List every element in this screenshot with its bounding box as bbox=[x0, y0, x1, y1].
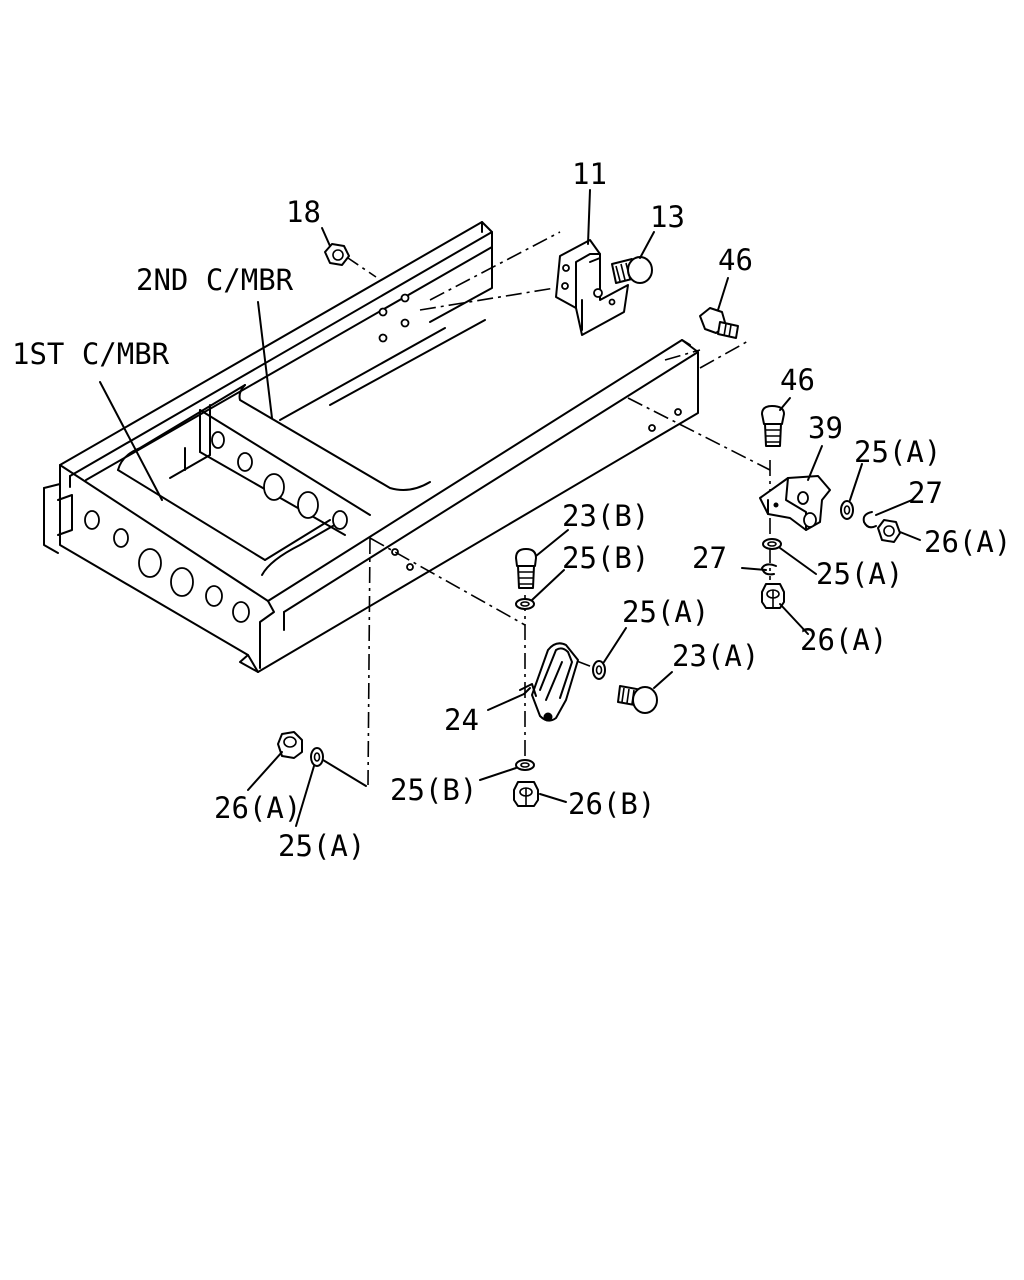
label-26a-lower-right: 26(A) bbox=[800, 623, 887, 657]
label-25a-lower-right: 25(A) bbox=[816, 557, 903, 591]
hex-nut-icon bbox=[324, 243, 350, 266]
label-46-lower: 46 bbox=[780, 363, 815, 397]
label-23a: 23(A) bbox=[672, 639, 759, 673]
chassis-frame bbox=[43, 221, 699, 673]
leveling-valve-icon bbox=[519, 642, 579, 722]
leader-lines bbox=[99, 189, 921, 827]
label-26a-left: 26(A) bbox=[214, 791, 301, 825]
center-lines bbox=[344, 231, 771, 786]
washer-icon bbox=[592, 660, 606, 680]
label-27-lower: 27 bbox=[692, 541, 727, 575]
front-cross-face bbox=[43, 464, 275, 673]
label-39: 39 bbox=[808, 411, 843, 445]
label-25b-lower: 25(B) bbox=[390, 773, 477, 807]
first-cross-member bbox=[117, 384, 339, 576]
label-2nd-cross-member: 2ND C/MBR bbox=[136, 263, 294, 297]
label-23b: 23(B) bbox=[562, 499, 649, 533]
label-26b: 26(B) bbox=[568, 787, 655, 821]
callout-labels: 11 13 18 46 46 39 25(A) 27 26(A) 27 25(A… bbox=[12, 157, 1011, 863]
label-18: 18 bbox=[286, 195, 321, 229]
bolt-icon bbox=[761, 405, 785, 447]
bolt-icon bbox=[611, 256, 653, 284]
second-cross-member bbox=[199, 319, 486, 536]
bolt-icon bbox=[617, 685, 658, 714]
washer-icon bbox=[310, 747, 324, 767]
hex-nut-icon bbox=[513, 781, 539, 807]
hex-nut-icon bbox=[761, 583, 785, 609]
label-25a-center: 25(A) bbox=[622, 595, 709, 629]
bracket-icon bbox=[555, 239, 629, 336]
washer-icon bbox=[515, 759, 535, 771]
snap-ring-icon bbox=[761, 563, 777, 576]
label-11: 11 bbox=[572, 157, 607, 191]
washer-icon bbox=[515, 598, 535, 610]
bolt-icon bbox=[515, 548, 537, 589]
label-27-right: 27 bbox=[908, 476, 943, 510]
bracket-icon bbox=[759, 475, 831, 531]
label-46-upper: 46 bbox=[718, 243, 753, 277]
label-26a-right: 26(A) bbox=[924, 525, 1011, 559]
label-13: 13 bbox=[650, 200, 685, 234]
bolt-icon bbox=[699, 307, 739, 339]
washer-icon bbox=[762, 538, 782, 550]
near-side-rail bbox=[257, 339, 699, 673]
far-side-rail bbox=[59, 221, 493, 488]
label-1st-cross-member: 1ST C/MBR bbox=[12, 337, 170, 371]
label-25b-upper: 25(B) bbox=[562, 541, 649, 575]
snap-ring-icon bbox=[862, 511, 877, 529]
label-25a-right: 25(A) bbox=[854, 435, 941, 469]
hex-nut-icon bbox=[877, 519, 901, 543]
hex-nut-icon bbox=[277, 731, 303, 759]
label-25a-left: 25(A) bbox=[278, 829, 365, 863]
washer-icon bbox=[840, 500, 854, 520]
label-24: 24 bbox=[444, 703, 479, 737]
